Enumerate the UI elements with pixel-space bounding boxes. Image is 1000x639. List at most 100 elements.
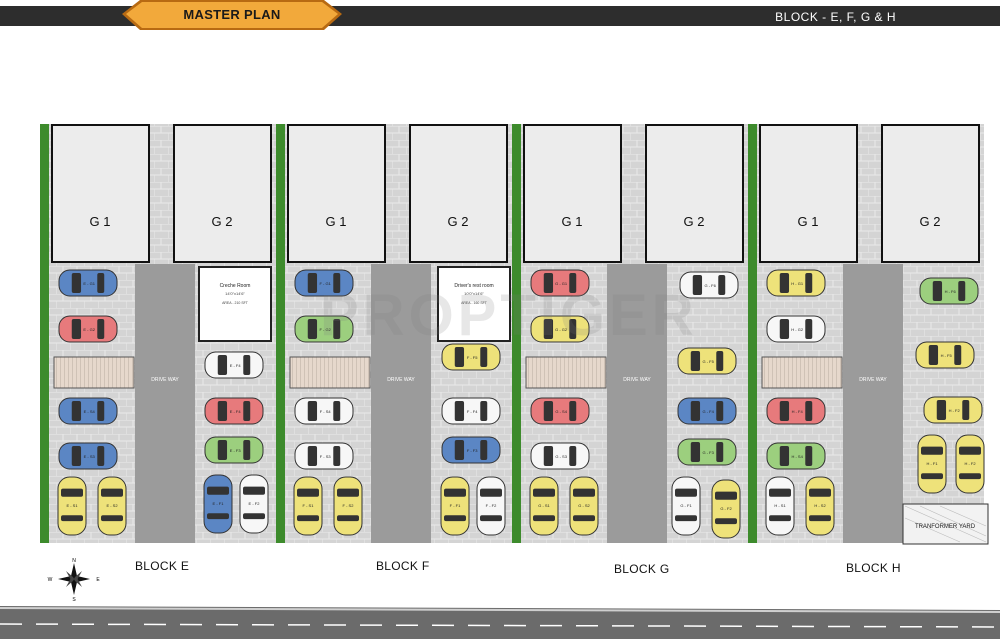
car-code: G - S3 [555,454,567,459]
unit-label: G 2 [920,214,941,229]
compass-w: W [48,577,53,583]
parked-car: H - F2 [923,396,983,424]
parked-car: E - S2 [97,476,127,536]
staircase [761,356,843,389]
parked-car: F - S4 [294,397,354,425]
parked-car: F - S1 [293,476,323,536]
drive-way-label: DRIVE WAY [623,377,651,383]
car-code: G - G2 [555,327,568,332]
staircase [525,356,607,389]
room-title: Creche Room [220,283,251,289]
parked-car: H - G1 [766,269,826,297]
car-code: H - F4 [792,409,804,414]
parked-car: E - G1 [58,269,118,297]
parked-car: H - S2 [805,476,835,536]
parked-car: F - F4 [441,397,501,425]
parked-car: F - F3 [441,436,501,464]
parked-car: F - S2 [333,476,363,536]
unit-box [173,124,272,263]
room-area: AREA - 210 SFT [222,301,249,305]
car-code: F - F2 [486,503,497,508]
road [0,606,1000,639]
car-code: G - F3 [702,450,714,455]
parked-car: F - G2 [294,315,354,343]
car-code: F - S2 [343,503,355,508]
parked-car: F - F2 [476,476,506,536]
parked-car: G - S4 [530,397,590,425]
transformer-hatch [904,505,987,543]
parked-car: G - F2 [711,479,741,539]
parked-car: H - F5 [915,341,975,369]
room-box [437,266,511,342]
lawn-strip [40,124,49,543]
compass-icon: N S W E [48,558,101,601]
unit-box [287,124,386,263]
parked-car: F - F1 [440,476,470,536]
block-g-label: BLOCK G [614,562,670,576]
block-f-label: BLOCK F [376,559,430,573]
parked-car: F - F5 [441,343,501,371]
unit-box [759,124,858,263]
drive-way-label: DRIVE WAY [151,377,179,383]
parked-car: G - F3 [677,438,737,466]
compass-s: S [72,597,76,601]
car-code: H - F1 [926,461,938,466]
parked-car: E - S1 [57,476,87,536]
unit-box [523,124,622,263]
parked-car: E - F2 [239,474,269,534]
block-e-label: BLOCK E [135,559,190,573]
parked-car: E - S4 [58,397,118,425]
unit-label: G 1 [326,214,347,229]
drive-way [607,264,667,543]
car-code: E - F3 [230,448,242,453]
block-h-label: BLOCK H [846,561,901,575]
staircase [53,356,135,389]
car-code: H - F6 [945,289,957,294]
parked-car: G - F1 [671,476,701,536]
room-area: AREA - 160 SFT [461,301,488,305]
car-code: F - F5 [467,355,478,360]
title-tab-shape [122,0,342,30]
staircase [289,356,371,389]
car-code: E - S4 [84,409,96,414]
lawn-strip [748,124,757,543]
car-code: F - G1 [319,281,331,286]
car-code: H - G1 [791,281,804,286]
unit-box [645,124,744,263]
car-code: F - F3 [467,448,478,453]
compass-e: E [96,577,100,583]
parked-car: G - S1 [529,476,559,536]
block-title: BLOCK - E, F, G & H [775,10,896,24]
room-dims: 14'0"x14'6" [225,291,245,296]
drive-way [843,264,903,543]
parked-car: H - F4 [766,397,826,425]
car-code: E - S2 [106,503,118,508]
car-code: G - F6 [704,283,716,288]
drive-way-label: DRIVE WAY [859,377,887,383]
car-code: F - S1 [303,503,315,508]
parked-car: G - F6 [679,271,739,299]
car-code: H - F2 [949,408,961,413]
transformer-yard-label: TRANFORMER YARD [915,524,976,530]
car-code: H - F2 [964,461,976,466]
car-code: F - F4 [467,409,478,414]
room-dims: 10'0"x14'6" [464,291,484,296]
unit-label: G 2 [212,214,233,229]
lawn-strip [276,124,285,543]
car-code: H - G2 [791,327,804,332]
parked-car: F - G1 [294,269,354,297]
watermark: PROPTIGER [320,283,698,348]
unit-label: G 2 [448,214,469,229]
car-code: G - F5 [702,359,714,364]
parked-car: G - G2 [530,315,590,343]
car-code: G - S2 [578,503,590,508]
parked-car: H - F6 [919,277,979,305]
car-code: G - F2 [720,506,732,511]
parked-car: G - S3 [530,442,590,470]
car-code: E - F4 [230,363,242,368]
parked-car: G - F4 [677,397,737,425]
unit-box [881,124,980,263]
unit-box [409,124,508,263]
drive-way [135,264,195,543]
car-code: F - G2 [319,327,331,332]
